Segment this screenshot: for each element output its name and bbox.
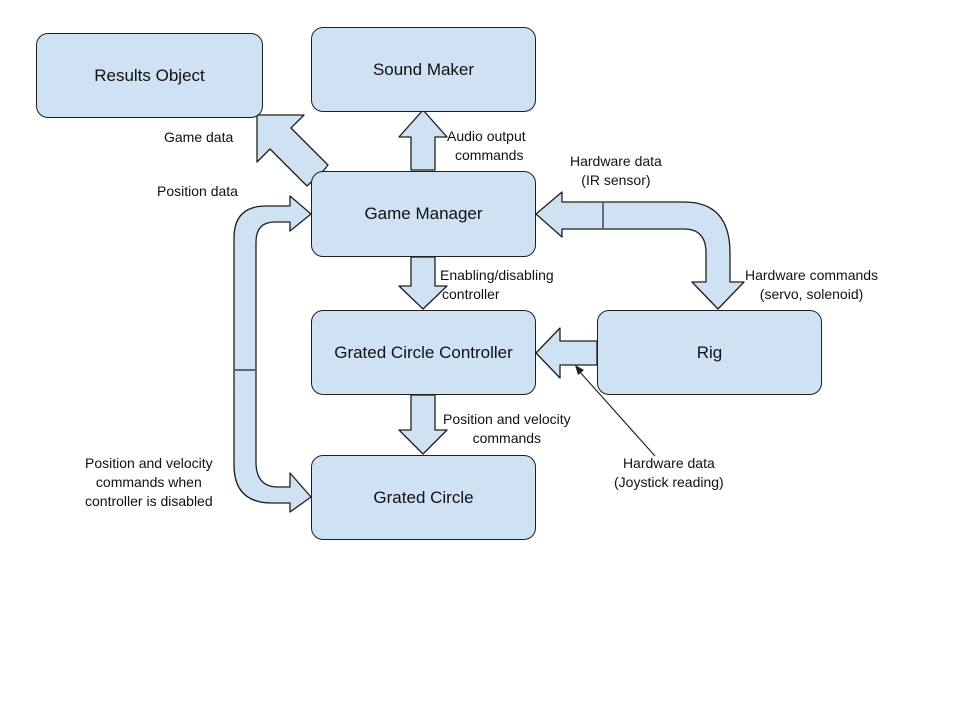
label-hardware-data-ir-line2: (IR sensor) [581, 172, 651, 188]
label-hardware-commands-line1: Hardware commands [745, 267, 879, 283]
label-position-data: Position data [157, 183, 238, 199]
label-hardware-commands: Hardware commands (servo, solenoid) [745, 266, 878, 304]
label-hardware-data-ir: Hardware data (IR sensor) [570, 152, 662, 190]
label-hardware-data-joystick-line2: (Joystick reading) [614, 474, 724, 490]
label-enabling-disabling: Enabling/disabling controller [440, 266, 554, 304]
label-position-velocity-line1: Position and velocity [443, 411, 571, 427]
label-audio-output-line1: Audio output [447, 128, 526, 144]
label-position-velocity-line2: commands [472, 430, 542, 446]
label-position-velocity-disabled-line1: Position and velocity [85, 455, 213, 471]
arrow-game-rig-curved [535, 191, 745, 310]
sound-maker-box: Sound Maker [311, 27, 536, 112]
label-enabling-disabling-line2: controller [442, 286, 500, 302]
label-audio-output-line2: commands [455, 147, 524, 163]
label-enabling-disabling-line1: Enabling/disabling [440, 267, 554, 283]
label-hardware-data-ir-line1: Hardware data [570, 153, 662, 169]
label-audio-output: Audio output commands [447, 127, 526, 165]
joystick-pointer [575, 365, 656, 457]
arrow-rig-to-controller [535, 327, 598, 379]
results-object-box: Results Object [36, 33, 263, 118]
label-hardware-data-joystick-line1: Hardware data [622, 455, 715, 471]
arrow-controller-to-circle [398, 394, 448, 455]
label-position-velocity-disabled-line3: controller is disabled [85, 493, 213, 509]
game-manager-box: Game Manager [311, 171, 536, 257]
label-hardware-commands-line2: (servo, solenoid) [759, 286, 864, 302]
grated-circle-box: Grated Circle [311, 455, 536, 540]
label-position-velocity-disabled: Position and velocity commands when cont… [85, 454, 213, 511]
arrow-position-loop [233, 195, 312, 513]
label-hardware-data-joystick: Hardware data (Joystick reading) [614, 454, 724, 492]
label-position-velocity-disabled-line2: commands when [95, 474, 202, 490]
label-position-velocity: Position and velocity commands [443, 410, 571, 448]
arrow-game-to-controller [398, 256, 448, 310]
label-game-data: Game data [164, 129, 234, 145]
rig-box: Rig [597, 310, 822, 395]
grated-circle-controller-box: Grated Circle Controller [311, 310, 536, 395]
arrow-game-to-sound [398, 109, 448, 171]
